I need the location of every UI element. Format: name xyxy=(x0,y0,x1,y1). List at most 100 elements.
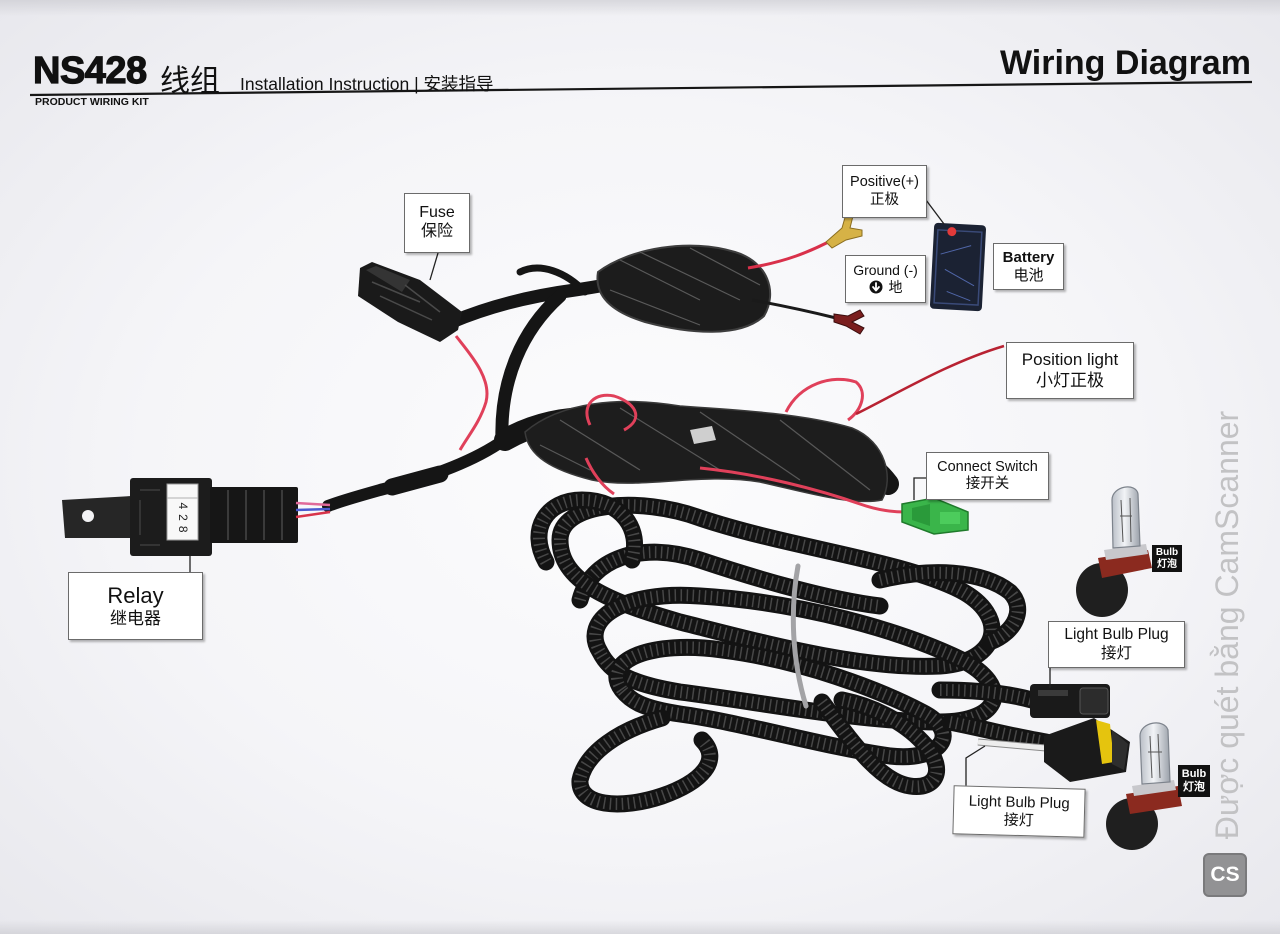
bulb-bottom-ring xyxy=(1132,780,1176,796)
positive-label-cn: 正极 xyxy=(870,191,899,208)
upper-small-loop xyxy=(516,264,589,296)
ground-arrow-icon xyxy=(869,280,882,294)
harness-white-clip xyxy=(690,426,716,444)
bulb-top-ring xyxy=(1104,544,1148,560)
plug-top-cap xyxy=(1079,687,1109,715)
relay-wire-blue xyxy=(295,507,331,512)
light-bulb-plug-bottom-label: Light Bulb Plug xyxy=(968,792,1070,813)
battery-highlights xyxy=(940,245,975,302)
connect-switch-label: Connect Switch xyxy=(937,458,1038,475)
fuse-holder-ridges xyxy=(371,281,441,321)
fuse-holder xyxy=(358,262,462,342)
plug-top-latch xyxy=(1038,690,1068,696)
positive-label: Positive(+) xyxy=(850,174,919,191)
relay-wire-pink xyxy=(295,501,331,507)
relay-mounting-tab xyxy=(62,496,132,538)
bulb-top-label: Bulb xyxy=(1155,547,1179,558)
relay-cable-sleeve xyxy=(383,465,449,496)
harness-red-loop xyxy=(584,393,638,496)
battery-ground-wire xyxy=(751,298,837,320)
bulb-top-label-cn: 灯泡 xyxy=(1157,558,1177,570)
leader-lines xyxy=(189,199,1051,788)
relay-label: Relay xyxy=(107,583,164,608)
relay-callout: Relay 继电器 xyxy=(68,572,203,640)
relay-tag-text: 428 xyxy=(176,502,190,537)
fuse-callout: Fuse 保险 xyxy=(404,193,470,253)
relay-connector xyxy=(210,487,298,543)
position-light-wire xyxy=(855,344,1005,416)
connect-switch-connector xyxy=(901,497,969,535)
ground-label-row: 地 xyxy=(869,279,903,296)
battery-positive-wire xyxy=(747,236,837,270)
fuse-label: Fuse xyxy=(419,204,455,222)
position-light-label: Position light xyxy=(1021,350,1119,370)
light-bulb-plug-bottom-callout: Light Bulb Plug 接灯 xyxy=(952,785,1086,838)
bulb-bottom-filament xyxy=(1148,733,1162,779)
middle-tape-wrap xyxy=(524,400,888,503)
ground-label: Ground (-) xyxy=(853,262,918,279)
corrugated-loom-coil xyxy=(539,500,1046,804)
cable-tie xyxy=(790,563,809,709)
relay: 428 xyxy=(62,478,331,556)
position-light-wire-loop xyxy=(784,377,864,422)
loom-loop xyxy=(580,718,710,804)
installation-subtitle: Installation Instruction | 安装指导 xyxy=(240,74,494,94)
positive-callout: Positive(+) 正极 xyxy=(842,165,927,218)
bulb-top-base xyxy=(1076,563,1128,617)
fuse-red-wire xyxy=(454,335,489,451)
battery-outline xyxy=(933,229,983,306)
bulb-top-filament xyxy=(1120,497,1132,543)
relay-tag xyxy=(166,483,199,541)
connector-green-latch xyxy=(940,512,960,524)
positive-ring-terminal xyxy=(825,213,863,249)
plug-bottom-leader xyxy=(965,745,986,788)
header-rule xyxy=(29,80,1253,97)
bulb-top-glass xyxy=(1111,486,1141,549)
page-title: Wiring Diagram xyxy=(1000,44,1251,82)
relay-mounting-hole xyxy=(82,510,94,522)
product-kit-label: PRODUCT WIRING KIT xyxy=(35,96,149,108)
battery-label: Battery xyxy=(1002,248,1055,266)
vertical-trunk-cable xyxy=(495,289,567,447)
ground-ring-terminal xyxy=(833,309,865,335)
relay-label-cn: 继电器 xyxy=(110,608,161,628)
light-bulb-plug-top xyxy=(1030,684,1110,718)
light-bulb-plug-top-callout: Light Bulb Plug 接灯 xyxy=(1048,621,1185,668)
connect-switch-wire xyxy=(699,466,906,514)
bulb-bottom xyxy=(1106,722,1182,850)
light-bulb-plug-bottom xyxy=(1044,718,1130,782)
battery xyxy=(929,222,987,312)
battery-label-cn: 电池 xyxy=(1013,266,1044,284)
fuse-label-cn: 保险 xyxy=(420,223,453,240)
light-bulb-plug-top-label: Light Bulb Plug xyxy=(1064,626,1169,644)
upper-harness xyxy=(445,244,772,333)
positive-leader xyxy=(925,199,945,225)
connect-switch-leader xyxy=(913,477,926,500)
connect-switch-label-cn: 接开关 xyxy=(965,476,1010,492)
bulb-bottom-label: Bulb xyxy=(1181,768,1207,781)
battery-body xyxy=(929,222,987,312)
middle-tape-texture xyxy=(539,407,871,491)
plug-white-wire xyxy=(977,739,1047,751)
model-number: NS428 xyxy=(32,49,147,92)
camscanner-logo: CS xyxy=(1203,853,1247,897)
bulb-top-tag: Bulb 灯泡 xyxy=(1152,545,1182,572)
fuse-holder-cap xyxy=(366,266,410,292)
bulb-bottom-tag: Bulb 灯泡 xyxy=(1178,765,1210,797)
ground-callout: Ground (-) 地 xyxy=(845,255,926,303)
light-bulb-plug-bottom-label-cn: 接灯 xyxy=(1003,811,1034,829)
fuse-leader xyxy=(429,252,439,281)
connector-green-shade xyxy=(912,504,930,526)
position-light-label-cn: 小灯正极 xyxy=(1036,370,1104,390)
bulb-bottom-glass xyxy=(1139,722,1171,785)
relay-body-ridges xyxy=(139,489,160,546)
ground-label-cn: 地 xyxy=(888,279,903,295)
light-bulb-plug-top-label-cn: 接灯 xyxy=(1100,644,1132,662)
upper-tape-texture xyxy=(609,247,761,326)
relay-wire-red xyxy=(295,510,331,519)
battery-positive-post xyxy=(947,227,957,237)
battery-callout: Battery 电池 xyxy=(993,243,1064,290)
scanner-watermark: Được quét bằng CamScanner xyxy=(1209,410,1245,840)
